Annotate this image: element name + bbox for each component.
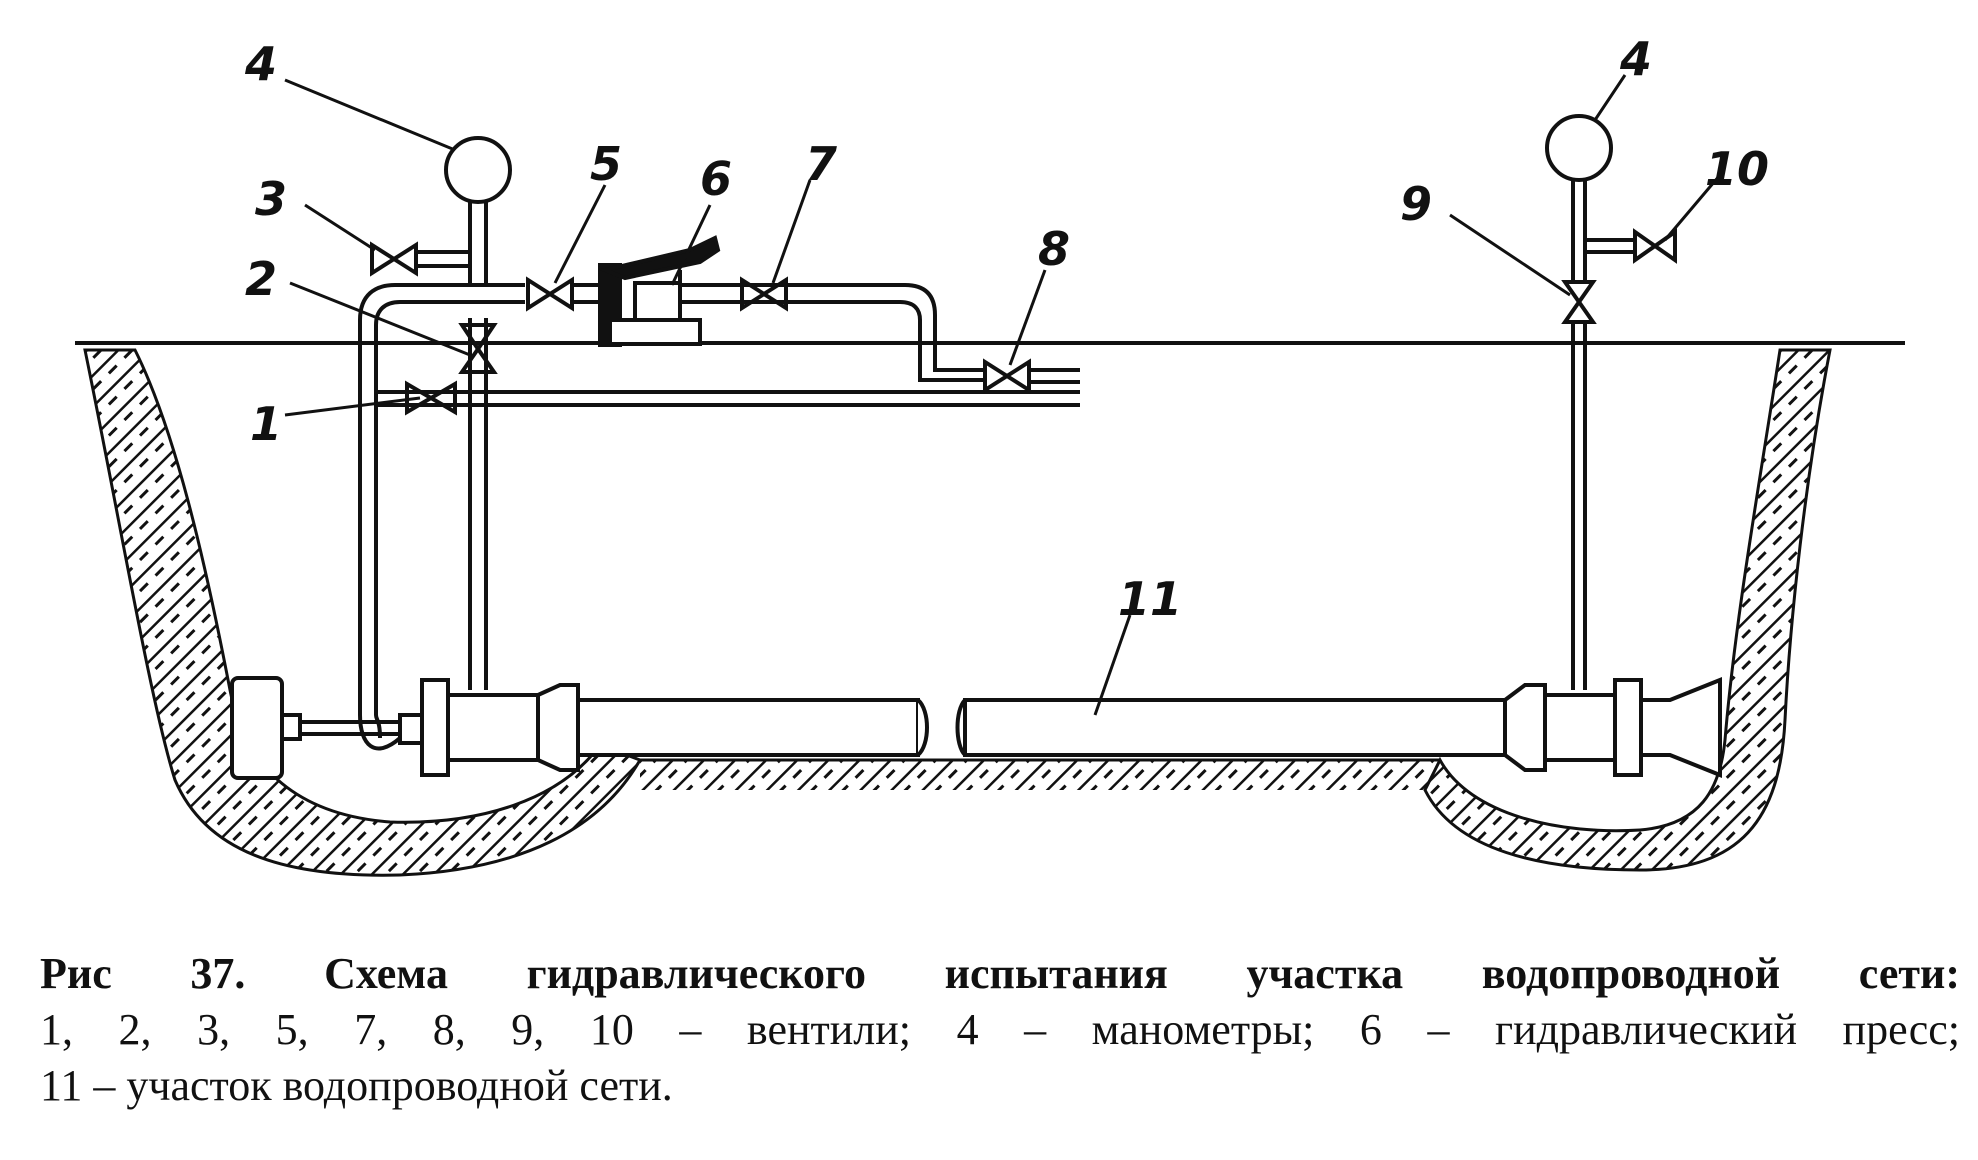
hydraulic-test-diagram: 4 3 2 1 5 6 7 8 9 4 10 11 bbox=[75, 32, 1905, 877]
valve-9 bbox=[1561, 280, 1597, 324]
callout-2: 2 bbox=[245, 252, 277, 306]
manometer-left bbox=[444, 136, 512, 204]
left-riser-pipes bbox=[300, 200, 1080, 751]
callout-11: 11 bbox=[1118, 572, 1182, 626]
right-riser bbox=[1571, 175, 1635, 690]
valve-1 bbox=[405, 380, 457, 416]
hydraulic-press bbox=[598, 235, 721, 347]
trench-soil bbox=[83, 348, 1832, 877]
valve-8 bbox=[983, 358, 1080, 394]
caption-legend-line: 1, 2, 3, 5, 7, 8, 9, 10 – вентили; 4 – м… bbox=[40, 1005, 1960, 1054]
caption-title: Рис 37. Схема гидравлического испытания … bbox=[40, 949, 1960, 998]
callout-8: 8 bbox=[1038, 222, 1070, 276]
callout-6: 6 bbox=[700, 152, 732, 206]
pipeline-section bbox=[230, 676, 1722, 780]
callout-7: 7 bbox=[805, 137, 837, 191]
valve-3 bbox=[370, 241, 418, 277]
callout-9: 9 bbox=[1400, 177, 1432, 231]
valve-5 bbox=[526, 276, 574, 312]
callout-3: 3 bbox=[255, 172, 287, 226]
leader-lines bbox=[284, 74, 1722, 716]
callout-10: 10 bbox=[1705, 142, 1769, 196]
callout-1: 1 bbox=[250, 397, 282, 451]
figure-caption: Рис 37. Схема гидравлического испытания … bbox=[40, 946, 1960, 1114]
valve-2 bbox=[458, 323, 498, 374]
callout-labels: 4 3 2 1 5 6 7 8 9 4 10 11 bbox=[244, 32, 1769, 626]
callout-4-right: 4 bbox=[1619, 32, 1652, 86]
valve-7 bbox=[740, 276, 788, 312]
callout-5: 5 bbox=[590, 137, 622, 191]
callout-4-left: 4 bbox=[244, 37, 277, 91]
caption-legend-line-end: 11 – участок водопроводной сети. bbox=[40, 1061, 673, 1110]
manometer-right bbox=[1545, 114, 1613, 182]
